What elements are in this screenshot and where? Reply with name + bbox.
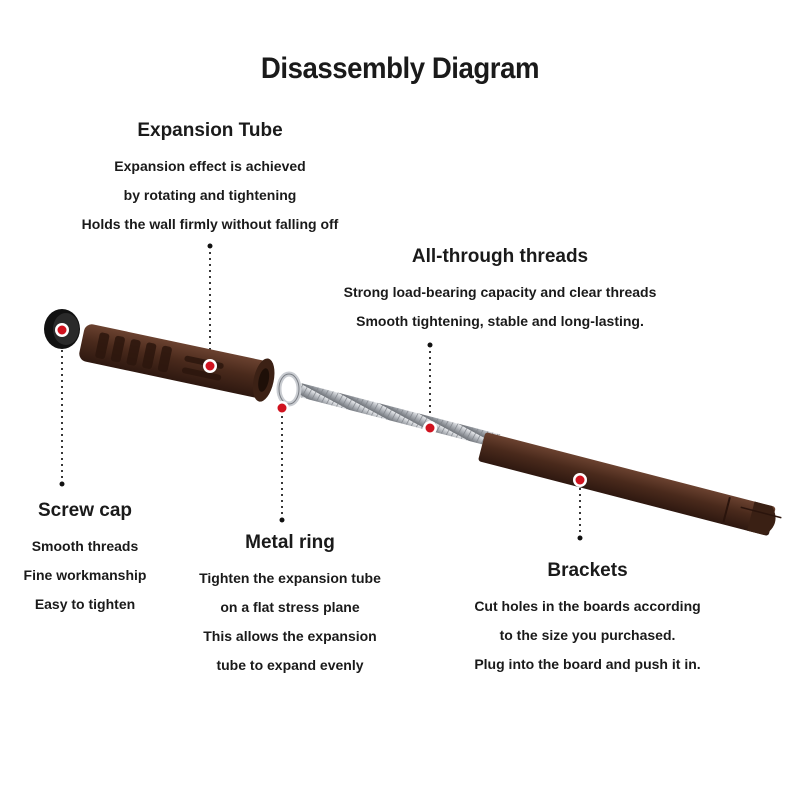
expansion-tube-callout: Expansion Tube Expansion effect is achie…: [60, 120, 360, 239]
metal-ring-line: on a flat stress plane: [220, 599, 360, 615]
threads-callout: All-through threads Strong load-bearing …: [320, 246, 680, 336]
expansion-tube-line: Holds the wall firmly without falling of…: [81, 216, 339, 232]
screw-cap-line: Fine workmanship: [23, 567, 147, 583]
bracket-sleeve: [478, 432, 782, 536]
expansion-tube-heading: Expansion Tube: [137, 120, 283, 141]
threads-heading: All-through threads: [411, 246, 589, 267]
brackets-heading: Brackets: [547, 560, 628, 581]
screw-cap-line: Smooth threads: [31, 538, 139, 554]
part-markers: [55, 323, 587, 487]
brackets-line: Cut holes in the boards according: [474, 598, 701, 614]
expansion-tube-line: Expansion effect is achieved: [114, 158, 306, 174]
metal-ring-line: Tighten the expansion tube: [199, 570, 381, 586]
metal-ring-heading: Metal ring: [245, 532, 335, 553]
expansion-tube-line: by rotating and tightening: [123, 187, 297, 203]
metal-ring-line: tube to expand evenly: [216, 657, 364, 673]
brackets-callout: Brackets Cut holes in the boards accordi…: [445, 560, 730, 679]
screw-cap-heading: Screw cap: [38, 500, 132, 521]
expansion-tube-part: [79, 324, 275, 402]
screw-cap-line: Easy to tighten: [34, 596, 136, 612]
threads-line: Smooth tightening, stable and long-lasti…: [356, 313, 644, 329]
brackets-line: to the size you purchased.: [499, 627, 676, 643]
page-title: Disassembly Diagram: [260, 52, 540, 85]
metal-ring-callout: Metal ring Tighten the expansion tube on…: [180, 532, 400, 680]
screw-cap-callout: Screw cap Smooth threads Fine workmanshi…: [10, 500, 160, 619]
threaded-rod: [298, 383, 501, 449]
brackets-line: Plug into the board and push it in.: [474, 656, 701, 672]
metal-ring-part: [276, 371, 302, 407]
threads-line: Strong load-bearing capacity and clear t…: [343, 284, 657, 300]
metal-ring-line: This allows the expansion: [203, 628, 377, 644]
